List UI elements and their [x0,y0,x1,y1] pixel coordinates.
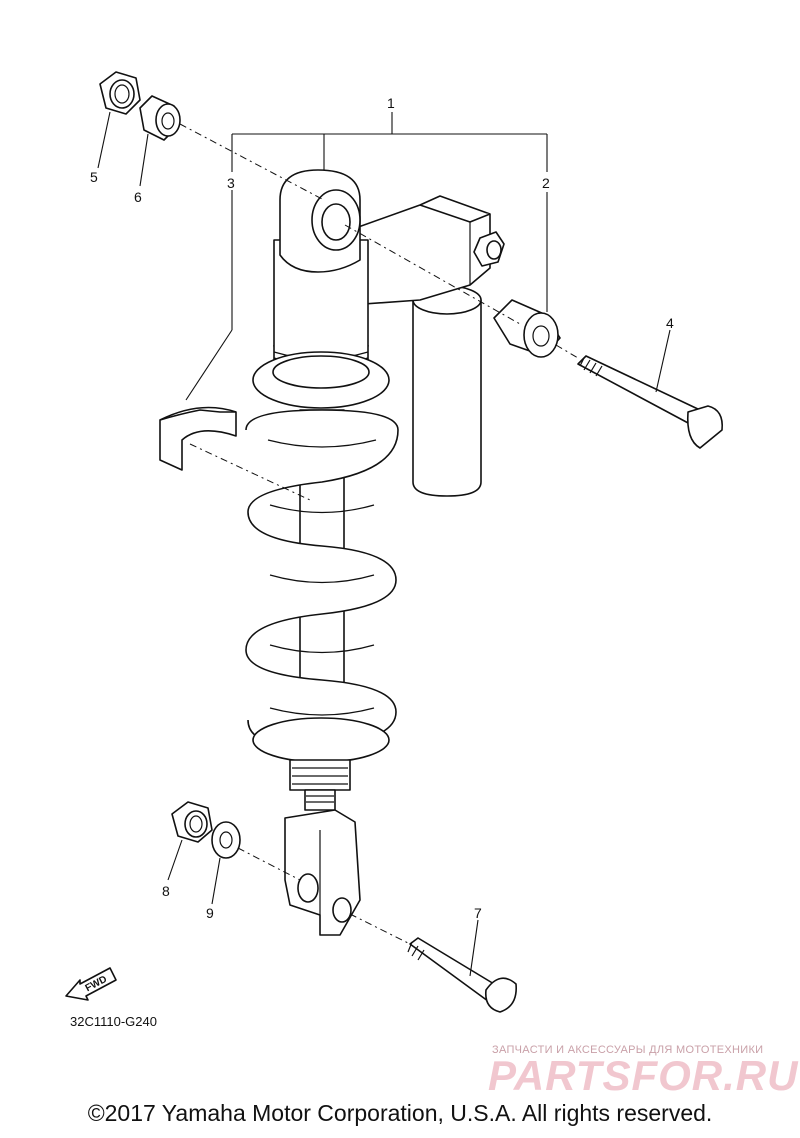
callout-3: 3 [227,175,235,191]
fwd-arrow-icon: FWD [65,967,117,1001]
nut-part-5 [99,71,141,115]
callout-9: 9 [206,905,214,921]
nut-part-8 [171,801,213,843]
copyright-notice: ©2017 Yamaha Motor Corporation, U.S.A. A… [87,1100,713,1126]
watermark-tagline: ЗАПЧАСТИ И АКСЕССУАРЫ ДЛЯ МОТОТЕХНИКИ [492,1044,764,1056]
callout-labels: 1 2 3 4 5 6 7 8 9 [90,95,674,921]
watermark-logo: PARTSFOR.RU [488,1052,799,1099]
callout-8: 8 [162,883,170,899]
collar-part-2 [493,299,561,358]
spring-stopper-clip [159,406,237,471]
diagram-code: 32C1110-G240 [70,1014,157,1029]
callout-6: 6 [134,189,142,205]
collar-part-6 [139,95,181,141]
bolt-part-7 [407,937,517,1013]
callout-1: 1 [387,95,395,111]
callout-leaders [97,111,671,977]
callout-2: 2 [542,175,550,191]
assembly-axis-lines [179,123,579,945]
callout-4: 4 [666,315,674,331]
leader-1 [231,112,548,172]
callout-5: 5 [90,169,98,185]
coil-spring [245,409,399,748]
shock-absorber [245,169,505,936]
bolt-part-4 [577,355,724,449]
washer-part-9 [211,821,241,859]
callout-7: 7 [474,905,482,921]
